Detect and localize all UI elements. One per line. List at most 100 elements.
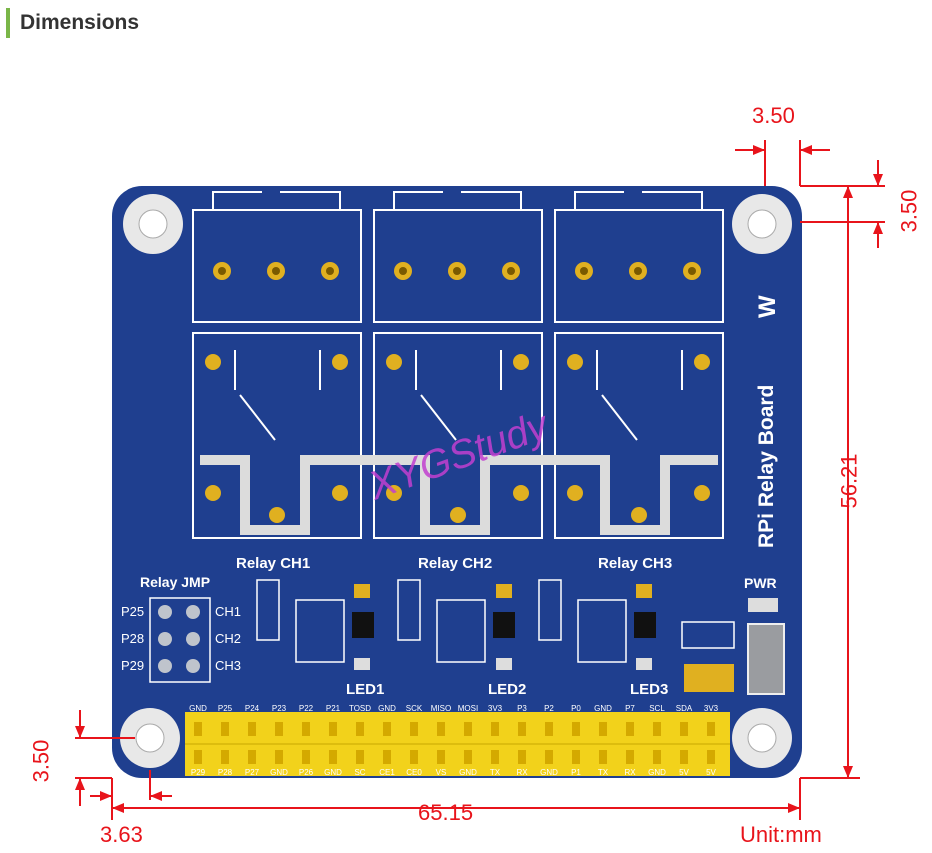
gpio-bottom-label: P26 <box>299 768 314 777</box>
gpio-bottom-label: GND <box>648 768 666 777</box>
gpio-pin <box>491 750 499 764</box>
gpio-pin <box>518 722 526 736</box>
dimension-right-offset: 3.50 <box>896 189 922 233</box>
gpio-bottom-label: RX <box>516 768 528 777</box>
relay-block-ch1 <box>192 191 362 539</box>
gpio-pin <box>626 750 634 764</box>
power-led <box>748 598 778 612</box>
heading-accent-bar <box>6 8 10 38</box>
dimension-left-offset-vertical: 3.50 <box>28 739 54 783</box>
relay-label-ch3: Relay CH3 <box>598 555 672 572</box>
dimension-width: 65.15 <box>418 800 474 825</box>
gpio-top-label: P23 <box>272 704 287 713</box>
gpio-top-label: MOSI <box>458 704 478 713</box>
dimension-height: 56.21 <box>836 453 862 509</box>
gpio-pin <box>302 750 310 764</box>
gpio-bottom-label: GND <box>324 768 342 777</box>
gpio-bottom-label: SC <box>354 768 365 777</box>
gpio-bottom-label: P29 <box>191 768 206 777</box>
gpio-pin <box>356 722 364 736</box>
gpio-pin <box>464 750 472 764</box>
gpio-pin <box>356 750 364 764</box>
relay-block-ch2 <box>373 191 543 539</box>
gpio-bottom-label: RX <box>624 768 636 777</box>
gpio-pin <box>329 722 337 736</box>
gpio-bottom-label: GND <box>270 768 288 777</box>
gpio-top-label: MISO <box>431 704 451 713</box>
jumper-pin-label-p28: P28 <box>121 631 144 646</box>
gpio-top-label: 3V3 <box>488 704 503 713</box>
mounting-hole-bottom-right <box>732 708 792 768</box>
gpio-top-label: TOSD <box>349 704 371 713</box>
gpio-pin <box>545 722 553 736</box>
gpio-pin <box>302 722 310 736</box>
gpio-pin <box>707 722 715 736</box>
gpio-pin <box>437 722 445 736</box>
gpio-pin <box>599 750 607 764</box>
gpio-pin <box>194 750 202 764</box>
gpio-pin <box>599 722 607 736</box>
gpio-pin <box>545 750 553 764</box>
gpio-pin <box>221 722 229 736</box>
gpio-top-label: P24 <box>245 704 260 713</box>
mounting-hole-bottom-left <box>120 708 180 768</box>
isolation-slot <box>200 455 718 535</box>
power-regulator <box>747 623 785 695</box>
jumper-pins <box>158 605 200 673</box>
relay-label-ch1: Relay CH1 <box>236 555 310 572</box>
gpio-top-label: SDA <box>676 704 693 713</box>
power-capacitor <box>684 664 734 692</box>
led-label-2: LED2 <box>488 681 526 698</box>
gpio-top-label: GND <box>594 704 612 713</box>
gpio-bottom-label: VS <box>436 768 447 777</box>
gpio-bottom-label: TX <box>490 768 501 777</box>
gpio-pin <box>653 722 661 736</box>
gpio-top-label: P3 <box>517 704 527 713</box>
gpio-bottom-label: CE1 <box>379 768 395 777</box>
gpio-pin <box>680 750 688 764</box>
gpio-pin <box>680 722 688 736</box>
gpio-top-label: P21 <box>326 704 341 713</box>
gpio-pin <box>248 722 256 736</box>
relay-label-ch2: Relay CH2 <box>418 555 492 572</box>
gpio-top-label: P0 <box>571 704 581 713</box>
led-label-3: LED3 <box>630 681 668 698</box>
driver-block-ch3 <box>538 579 656 670</box>
gpio-pin <box>410 722 418 736</box>
gpio-pin <box>248 750 256 764</box>
gpio-bottom-label: 5V <box>679 768 689 777</box>
led-label-1: LED1 <box>346 681 384 698</box>
gpio-top-label: P7 <box>625 704 635 713</box>
gpio-top-label: GND <box>189 704 207 713</box>
gpio-pin <box>410 750 418 764</box>
gpio-top-label: P2 <box>544 704 554 713</box>
jumper-channel-label-ch3: CH3 <box>215 658 241 673</box>
power-label: PWR <box>744 575 777 591</box>
driver-block-ch2 <box>397 579 515 670</box>
brand-logo-icon: W <box>754 295 781 318</box>
gpio-pin <box>329 750 337 764</box>
gpio-bottom-label: TX <box>598 768 609 777</box>
gpio-top-label: P22 <box>299 704 314 713</box>
unit-label: Unit:mm <box>740 822 822 847</box>
gpio-pin <box>383 722 391 736</box>
dimension-lines <box>75 140 885 820</box>
gpio-pin <box>221 750 229 764</box>
gpio-pin <box>491 722 499 736</box>
jumper-pin-label-p29: P29 <box>121 658 144 673</box>
gpio-top-label: SCL <box>649 704 665 713</box>
gpio-pin <box>464 722 472 736</box>
driver-block-ch1 <box>256 579 374 670</box>
gpio-bottom-label: P28 <box>218 768 233 777</box>
jumper-pin-label-p25: P25 <box>121 604 144 619</box>
dimension-left-offset-horizontal: 3.63 <box>100 822 143 847</box>
gpio-bottom-label: GND <box>459 768 477 777</box>
gpio-pin <box>194 722 202 736</box>
gpio-top-label: P25 <box>218 704 233 713</box>
board-name: RPi Relay Board <box>755 385 778 548</box>
jumper-title: Relay JMP <box>140 574 210 590</box>
gpio-pin <box>275 722 283 736</box>
mounting-hole-top-right <box>732 194 792 254</box>
jumper-channel-label-ch2: CH2 <box>215 631 241 646</box>
